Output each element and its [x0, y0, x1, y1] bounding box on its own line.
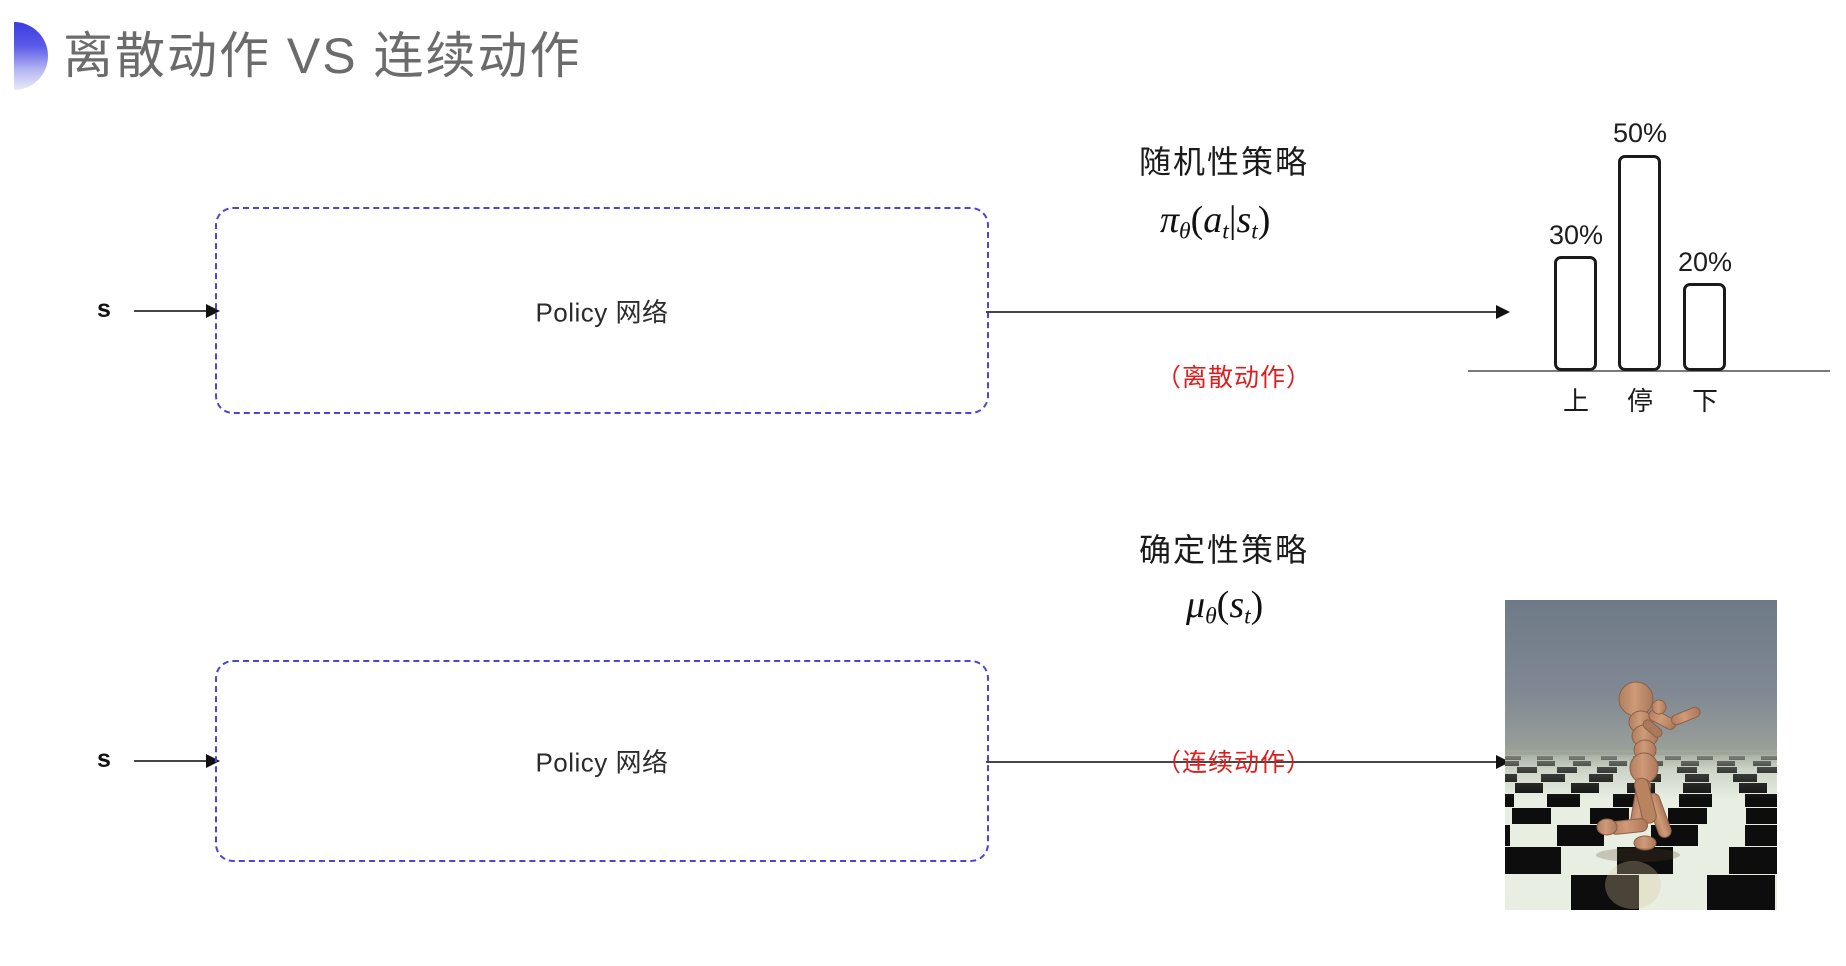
- formula-state-var: s: [1236, 199, 1252, 241]
- policy-type-label-deterministic: 确定性策略: [1139, 532, 1310, 568]
- bar-value-label: 20%: [1677, 247, 1733, 277]
- humanoid-head: [1618, 681, 1654, 717]
- formula-close-paren: ): [1257, 199, 1271, 241]
- formula-deterministic-policy: μθ(st): [1186, 583, 1263, 631]
- bar: [1618, 155, 1661, 371]
- formula-symbol-pi: π: [1160, 199, 1180, 241]
- arrow-policy-to-output-discrete: [986, 303, 1511, 321]
- state-input-label-continuous: s: [97, 745, 111, 773]
- humanoid-scene-graphic: [1505, 600, 1777, 910]
- formula-open-paren: (: [1216, 584, 1230, 626]
- arrow-shaft: [134, 760, 208, 762]
- humanoid-simulation-image: [1505, 600, 1777, 910]
- humanoid-figure: [1596, 681, 1701, 851]
- formula-subscript-theta: θ: [1205, 603, 1217, 630]
- arrow-shaft: [134, 310, 208, 312]
- arrow-shaft: [986, 311, 1498, 313]
- formula-state-subscript: t: [1244, 603, 1251, 630]
- formula-open-paren: (: [1190, 199, 1204, 241]
- formula-action-subscript: t: [1222, 218, 1229, 245]
- title-accent-shape: [14, 22, 48, 90]
- bar: [1683, 283, 1726, 371]
- formula-action-var: a: [1203, 199, 1223, 241]
- humanoid-shadow: [1596, 848, 1680, 862]
- bar-category-label: 上: [1562, 386, 1589, 416]
- bar-category-label: 下: [1691, 386, 1718, 416]
- page-title: 离散动作 VS 连续动作: [63, 28, 582, 84]
- arrow-state-to-policy-continuous: [134, 752, 220, 770]
- policy-type-label-stochastic: 随机性策略: [1139, 144, 1310, 180]
- policy-network-box-continuous[interactable]: Policy 网络: [215, 660, 989, 862]
- bar: [1554, 256, 1597, 371]
- formula-symbol-mu: μ: [1186, 584, 1206, 626]
- action-type-tag-discrete: （离散动作）: [1156, 364, 1313, 392]
- formula-stochastic-policy: πθ(at|st): [1160, 198, 1270, 246]
- state-input-label-discrete: s: [97, 295, 111, 323]
- bar-category-label: 停: [1626, 386, 1653, 416]
- formula-state-var: s: [1229, 584, 1245, 626]
- bar-value-label: 30%: [1548, 220, 1604, 250]
- arrow-state-to-policy-discrete: [134, 302, 220, 320]
- formula-state-subscript: t: [1251, 218, 1258, 245]
- formula-condition-bar: |: [1228, 199, 1237, 241]
- policy-network-label: Policy 网络: [535, 747, 669, 778]
- policy-network-box-discrete[interactable]: Policy 网络: [215, 207, 989, 414]
- action-probability-bar-chart: 30% 50% 20% 上 停 下: [1468, 96, 1846, 426]
- formula-close-paren: ): [1250, 584, 1264, 626]
- action-type-tag-continuous: （连续动作）: [1156, 749, 1313, 777]
- chart-baseline-axis: [1468, 370, 1830, 372]
- bar-value-label: 50%: [1612, 118, 1668, 148]
- policy-network-label: Policy 网络: [535, 297, 669, 327]
- arrow-head-icon: [1496, 305, 1510, 319]
- formula-subscript-theta: θ: [1179, 218, 1191, 245]
- arrow-shaft: [986, 761, 1498, 763]
- humanoid-reflection: [1605, 861, 1661, 909]
